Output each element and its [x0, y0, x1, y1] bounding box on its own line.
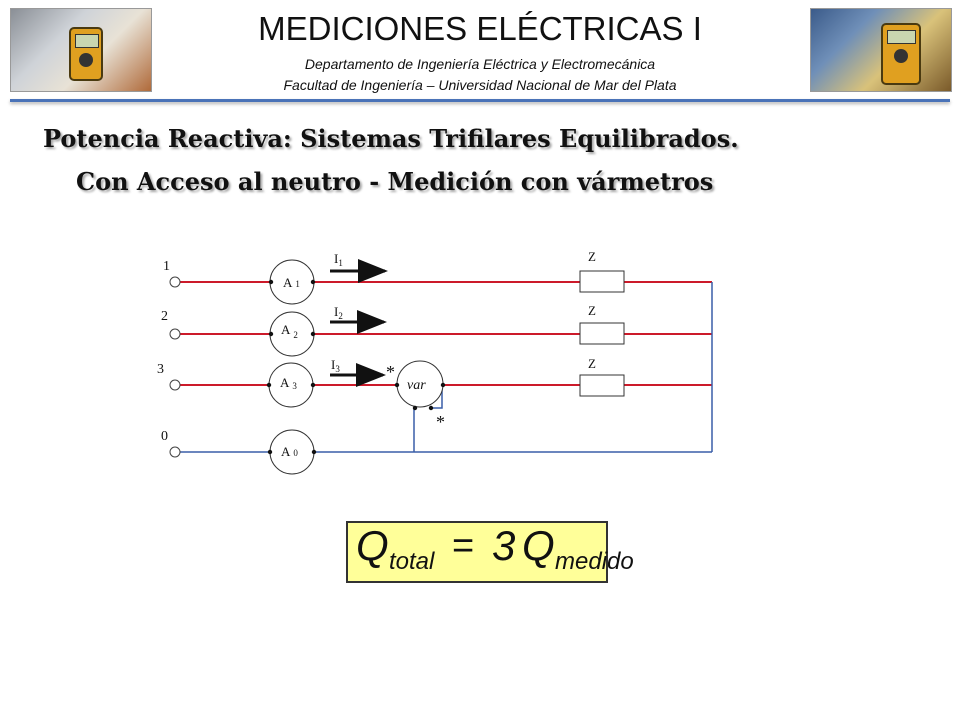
impedance-label-3: Z: [588, 356, 596, 371]
multimeter-photo-right: [810, 8, 952, 92]
current-label-i2: I2: [334, 304, 343, 321]
multimeter-photo-left: [10, 8, 152, 92]
impedance-label-1: Z: [588, 249, 596, 264]
faculty-name: Facultad de Ingeniería – Universidad Nac…: [283, 77, 677, 93]
current-arrows: [330, 259, 388, 387]
course-title: MEDICIONES ELÉCTRICAS I: [258, 10, 702, 47]
department-name: Departamento de Ingeniería Eléctrica y E…: [304, 56, 656, 72]
svg-text:A1: A1: [283, 275, 300, 290]
current-label-i3: I3: [331, 357, 340, 374]
formula-sub-measured: medido: [555, 548, 634, 575]
svg-text:A2: A2: [281, 322, 298, 340]
slide-title-line1: Potencia Reactiva: Sistemas Trifilares E…: [43, 124, 739, 153]
phase-lines: [180, 281, 712, 386]
formula-box: Q total = 3 Q medido: [346, 521, 634, 583]
terminal-label-3: 3: [157, 362, 164, 377]
polarity-mark-current: *: [386, 362, 395, 382]
formula-q-total: Q: [356, 522, 389, 569]
terminal-label-1: 1: [163, 259, 170, 274]
svg-text:A3: A3: [280, 375, 297, 391]
slide-title-line2: Con Acceso al neutro - Medición con várm…: [76, 167, 714, 196]
impedance-label-2: Z: [588, 303, 596, 318]
formula-equals: =: [452, 525, 475, 567]
terminal-label-0: 0: [161, 429, 168, 444]
terminals: [169, 276, 181, 458]
polarity-mark-voltage: *: [436, 412, 445, 432]
formula-factor: 3: [492, 522, 516, 569]
current-label-i1: I1: [334, 251, 343, 268]
svg-text:A0: A0: [281, 444, 298, 459]
impedances: [579, 270, 625, 397]
neutral-lines: [180, 282, 713, 453]
formula-q-measured: Q: [522, 522, 555, 569]
varmeter: var: [394, 360, 446, 411]
header-divider: [10, 99, 950, 102]
varmeter-label: var: [407, 378, 426, 393]
terminal-label-2: 2: [161, 309, 168, 324]
formula-sub-total: total: [389, 548, 435, 575]
